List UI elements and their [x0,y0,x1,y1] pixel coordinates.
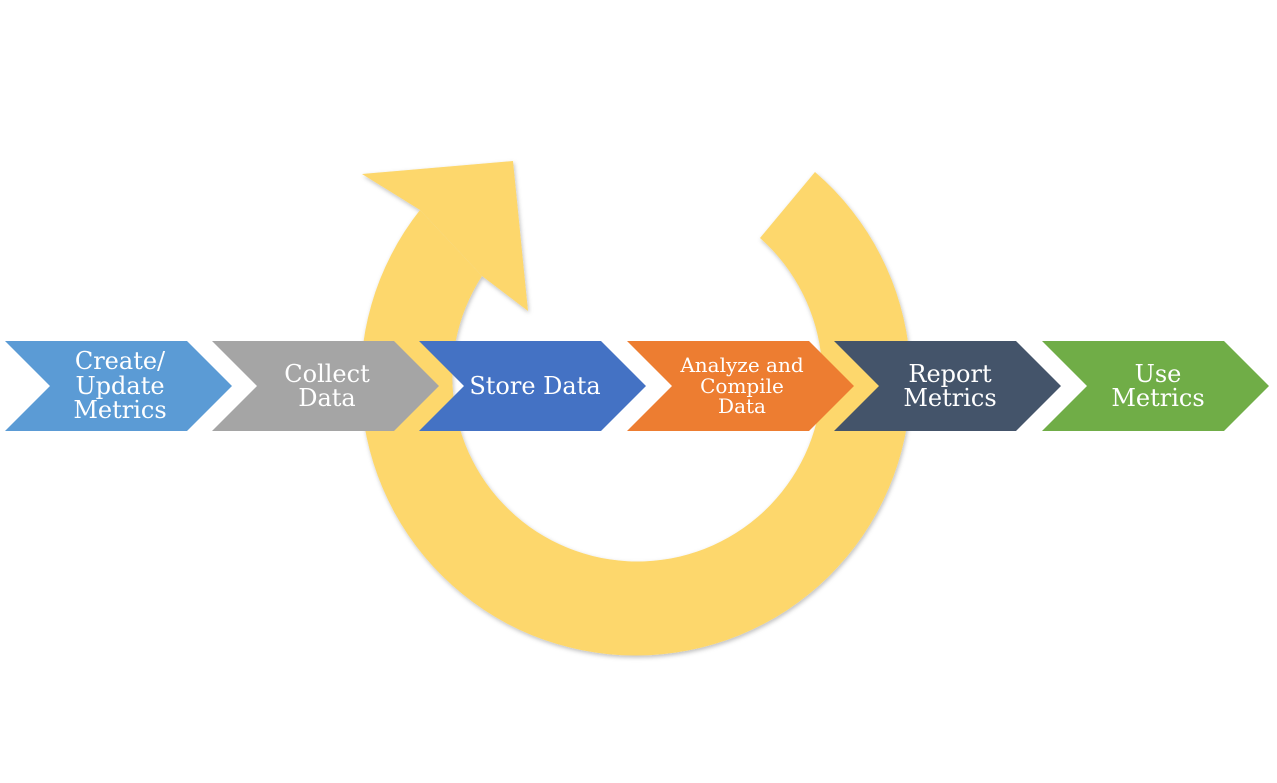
cycle-arrow-head [362,161,528,311]
step-store-data-chevron [419,341,646,431]
step-collect-data-chevron [212,341,439,431]
step-create-update-metrics-chevron [5,341,232,431]
cycle-arrow [360,161,911,656]
step-report-metrics-chevron [834,341,1061,431]
step-analyze-compile-data-chevron [627,341,854,431]
step-use-metrics-chevron [1042,341,1269,431]
cycle-arrow-body [360,172,911,656]
